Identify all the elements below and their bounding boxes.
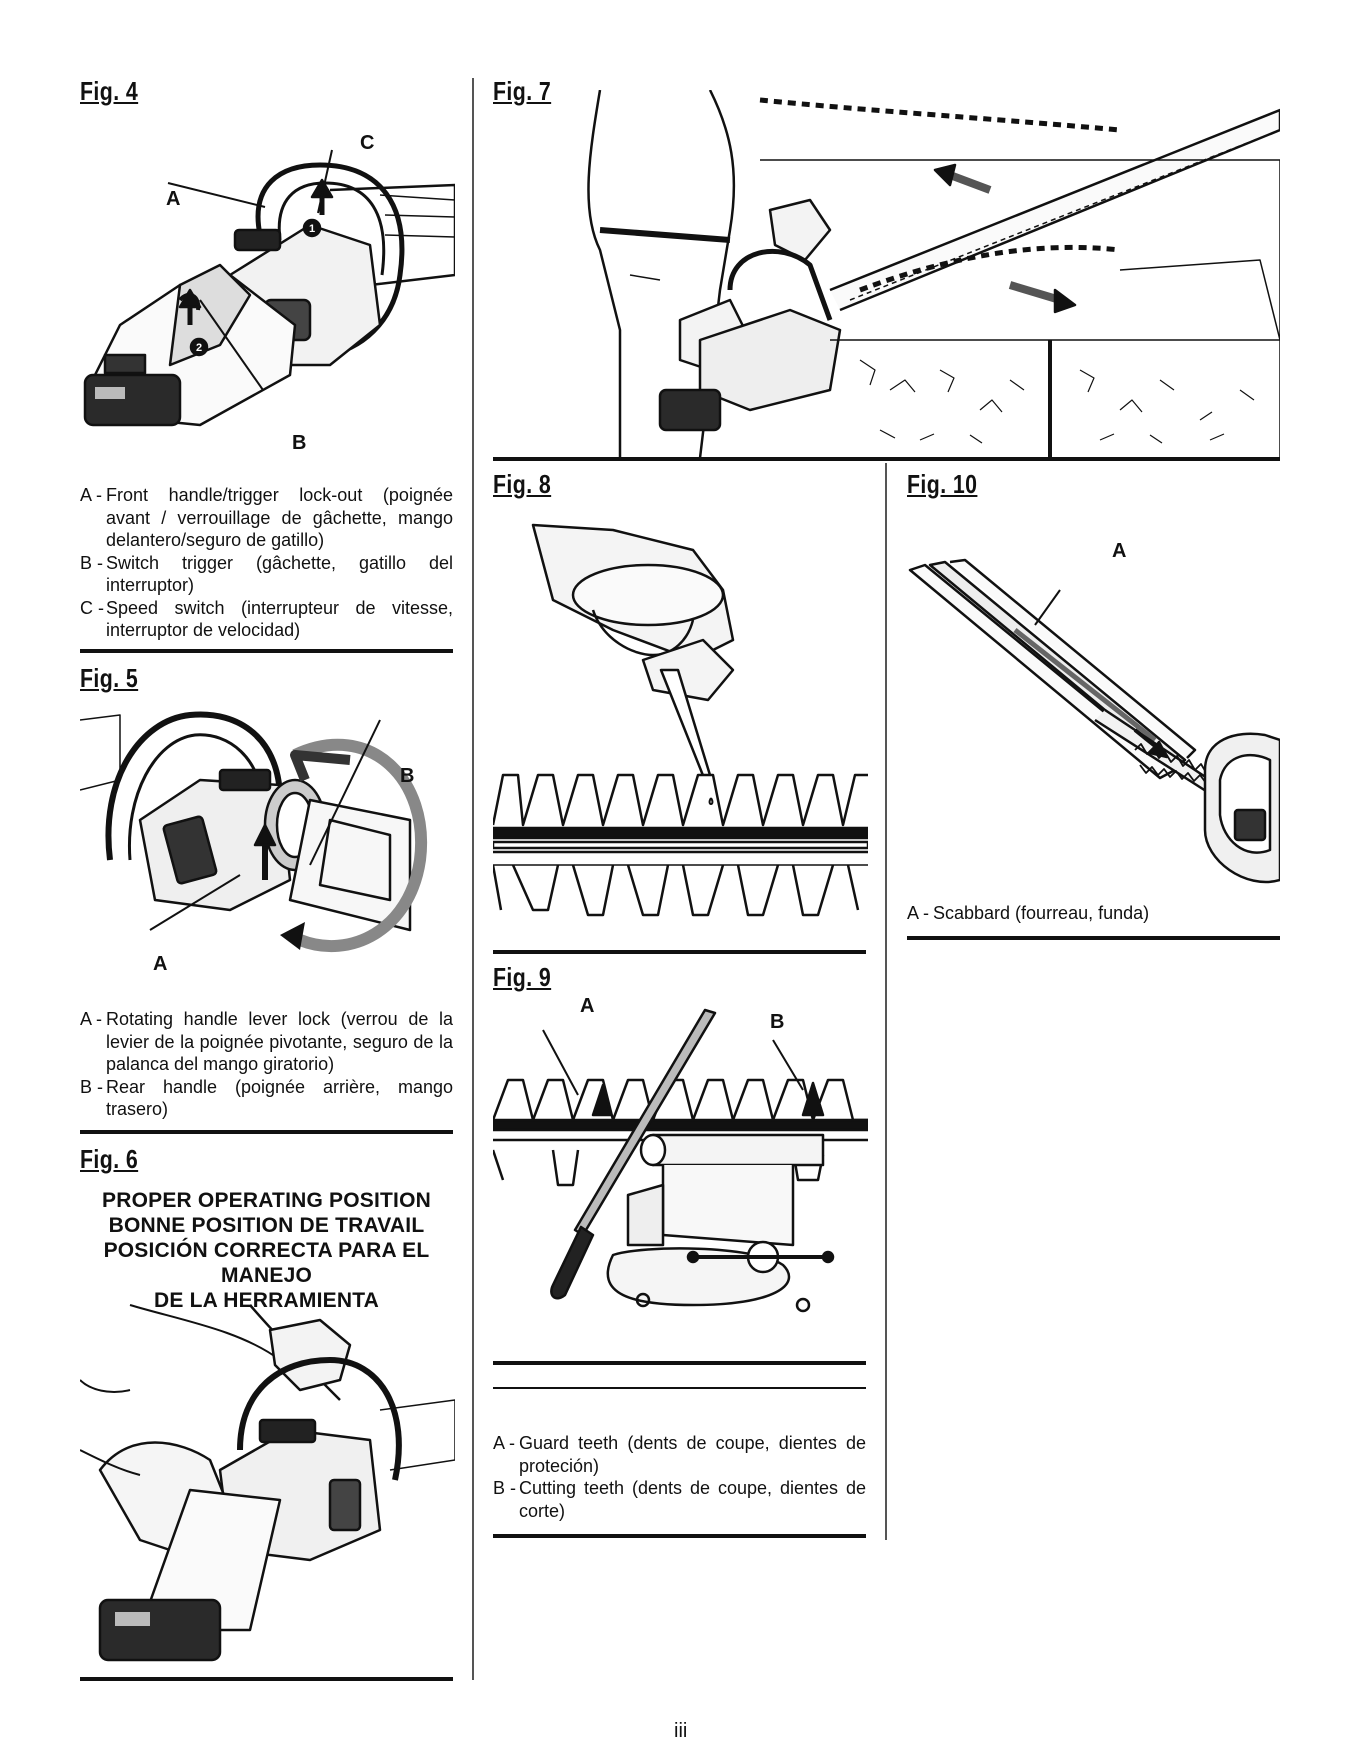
fig10-illustration bbox=[905, 540, 1280, 900]
fig7-illustration bbox=[560, 90, 1280, 458]
divider bbox=[80, 1130, 453, 1134]
divider bbox=[80, 1677, 453, 1681]
legend-item: A -Rotating handle lever lock (verrou de… bbox=[80, 1009, 453, 1074]
svg-text:2: 2 bbox=[196, 342, 202, 354]
fig4-callout-c: C bbox=[360, 132, 375, 154]
fig6-title: Fig. 6 bbox=[80, 1144, 139, 1174]
fig9-illustration bbox=[493, 995, 868, 1345]
page-number: iii bbox=[674, 1720, 688, 1742]
divider bbox=[493, 950, 866, 954]
divider bbox=[493, 457, 1280, 461]
fig5-illustration bbox=[80, 700, 455, 980]
fig10-callout-a: A bbox=[1112, 540, 1127, 562]
divider bbox=[493, 1387, 866, 1389]
fig4-callout-b: B bbox=[292, 432, 307, 454]
fig9-callout-a: A bbox=[580, 995, 595, 1017]
svg-text:1: 1 bbox=[309, 223, 315, 235]
fig4-title: Fig. 4 bbox=[80, 76, 139, 106]
divider bbox=[80, 649, 453, 653]
legend-item: B -Switch trigger (gâchette, gatillo del… bbox=[80, 552, 453, 596]
fig9-title: Fig. 9 bbox=[493, 962, 552, 992]
legend-item: C -Speed switch (interrupteur de vitesse… bbox=[80, 597, 453, 641]
legend-item: A -Guard teeth (dents de coupe, dientes … bbox=[493, 1433, 866, 1476]
fig10-title: Fig. 10 bbox=[907, 469, 978, 499]
fig4-legend: A -Front handle/trigger lock-out (poigné… bbox=[80, 484, 453, 642]
fig9-callout-b: B bbox=[770, 1011, 785, 1033]
divider bbox=[493, 1361, 866, 1365]
fig9-legend: A -Guard teeth (dents de coupe, dientes … bbox=[493, 1432, 866, 1522]
fig8-illustration bbox=[493, 510, 868, 925]
fig4-illustration: 1 2 bbox=[80, 125, 455, 465]
fig5-callout-a: A bbox=[153, 953, 168, 975]
fig6-heading: PROPER OPERATING POSITION BONNE POSITION… bbox=[102, 1189, 431, 1312]
fig5-legend: A -Rotating handle lever lock (verrou de… bbox=[80, 1008, 453, 1121]
legend-item: A -Scabbard (fourreau, funda) bbox=[907, 903, 1150, 923]
legend-item: A -Front handle/trigger lock-out (poigné… bbox=[80, 485, 453, 550]
fig7-title: Fig. 7 bbox=[493, 76, 552, 106]
legend-item: B -Cutting teeth (dents de coupe, diente… bbox=[493, 1478, 866, 1521]
fig6-illustration bbox=[80, 1300, 455, 1670]
divider bbox=[493, 1534, 866, 1538]
fig10-legend: A -Scabbard (fourreau, funda) bbox=[907, 902, 1280, 925]
fig5-title: Fig. 5 bbox=[80, 663, 139, 693]
column-divider bbox=[885, 463, 887, 1540]
fig5-callout-b: B bbox=[400, 765, 415, 787]
legend-item: B -Rear handle (poignée arrière, mango t… bbox=[80, 1076, 453, 1120]
fig8-title: Fig. 8 bbox=[493, 469, 552, 499]
fig4-callout-a: A bbox=[166, 188, 181, 210]
divider bbox=[907, 936, 1280, 940]
column-divider bbox=[472, 78, 474, 1680]
